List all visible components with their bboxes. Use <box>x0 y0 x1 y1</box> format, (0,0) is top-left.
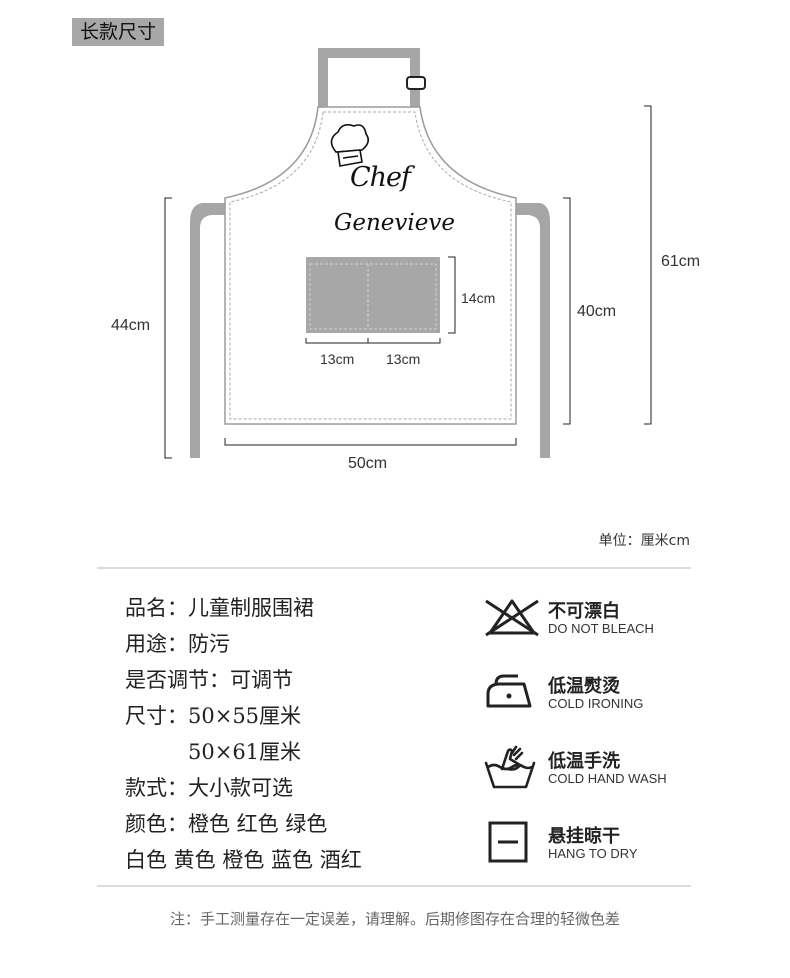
care-label-en: HANG TO DRY <box>548 846 638 861</box>
spec-size-2: 50×61厘米 <box>125 740 302 764</box>
left-tie <box>190 203 225 458</box>
pocket-stitch <box>309 263 437 330</box>
divider-top <box>97 567 691 569</box>
dim-pocket-left: 13cm <box>320 351 355 367</box>
strap-buckle-icon <box>406 76 426 90</box>
care-label-cn: 低温熨烫 <box>548 676 620 697</box>
dim-line-total-height <box>644 105 652 425</box>
dim-side-left: 44cm <box>111 317 151 334</box>
spec-style: 款式：大小款可选 <box>125 776 293 800</box>
care-label-cn: 悬挂晾干 <box>548 826 620 847</box>
spec-adjustable: 是否调节：可调节 <box>125 668 293 692</box>
pocket <box>306 257 440 333</box>
dim-pocket-height: 14cm <box>461 290 496 306</box>
hand-wash-icon <box>484 745 536 789</box>
dim-total-height: 61cm <box>661 253 701 270</box>
spec-colors-2: 白色 黄色 橙色 蓝色 酒红 <box>125 848 362 872</box>
divider-bottom <box>97 885 691 887</box>
apron-stitch <box>229 111 512 420</box>
hang-dry-icon <box>488 821 528 863</box>
right-tie <box>516 203 550 458</box>
cold-iron-icon <box>486 674 532 708</box>
dim-body-height: 40cm <box>577 303 617 320</box>
apron-diagram <box>164 48 652 459</box>
spec-usage: 用途：防污 <box>125 632 230 656</box>
size-tag: 长款尺寸 <box>72 18 165 46</box>
embroidery-name: Genevieve <box>334 210 455 236</box>
no-bleach-icon <box>485 599 539 637</box>
spec-product-name: 品名：儿童制服围裙 <box>125 596 314 620</box>
care-label-cn: 不可漂白 <box>548 601 620 622</box>
dim-line-side-left <box>164 197 172 459</box>
care-label-en: COLD IRONING <box>548 696 644 711</box>
dim-line-pocket-width <box>305 338 441 344</box>
care-hand-wash: 低温手洗 COLD HAND WASH <box>482 745 702 795</box>
care-hang-dry: 悬挂晾干 HANG TO DRY <box>482 820 702 870</box>
care-no-bleach: 不可漂白 DO NOT BLEACH <box>482 595 702 645</box>
care-label-en: COLD HAND WASH <box>548 771 667 786</box>
chef-hat-icon <box>330 124 370 167</box>
footnote: 注：手工测量存在一定误差，请理解。后期修图存在合理的轻微色差 <box>169 910 620 928</box>
unit-label: 单位：厘米cm <box>598 533 690 549</box>
care-label-en: DO NOT BLEACH <box>548 621 654 636</box>
care-label-cn: 低温手洗 <box>548 751 620 772</box>
dim-width: 50cm <box>348 455 388 472</box>
embroidery-chef: Chef <box>350 162 411 193</box>
spec-size-1: 尺寸：50×55厘米 <box>125 704 302 728</box>
dim-pocket-right: 13cm <box>386 351 421 367</box>
neck-strap <box>318 48 420 108</box>
care-cold-iron: 低温熨烫 COLD IRONING <box>482 670 702 720</box>
dim-line-pocket-height <box>448 256 456 334</box>
spec-colors-1: 颜色：橙色 红色 绿色 <box>125 812 328 836</box>
dim-line-body-height <box>563 197 571 425</box>
spec-list: 品名：儿童制服围裙 用途：防污 是否调节：可调节 尺寸：50×55厘米 50×6… <box>125 590 362 878</box>
dim-line-width <box>224 438 517 446</box>
neck-strap-front <box>318 58 328 108</box>
